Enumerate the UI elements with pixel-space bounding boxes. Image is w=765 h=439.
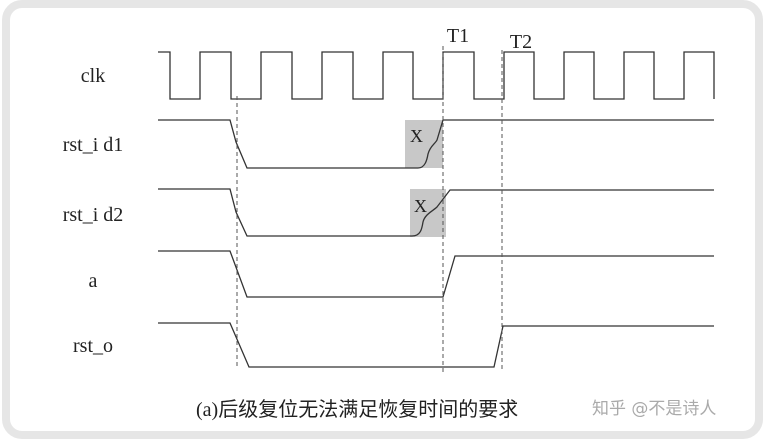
rst-i-d2-waveform bbox=[158, 188, 714, 237]
metastable-label-d1: X bbox=[410, 126, 423, 146]
metastable-region-d2 bbox=[410, 189, 446, 237]
a-waveform bbox=[158, 250, 714, 298]
marker-t1: T1 bbox=[447, 25, 469, 47]
rst-i-d1-waveform bbox=[158, 119, 714, 169]
rst-o-waveform bbox=[158, 322, 714, 368]
signal-label-rst-i-d1: rst_i d1 bbox=[63, 134, 124, 156]
signal-label-rst-i-d2: rst_i d2 bbox=[63, 204, 124, 226]
metastable-label-d2: X bbox=[414, 196, 427, 216]
signal-label-a: a bbox=[89, 270, 98, 292]
signal-label-rst-o: rst_o bbox=[73, 335, 113, 357]
watermark: 知乎 @不是诗人 bbox=[592, 399, 716, 419]
metastable-region-d1 bbox=[405, 120, 443, 168]
figure-caption: (a)后级复位无法满足恢复时间的要求 bbox=[196, 398, 518, 421]
marker-t2: T2 bbox=[510, 31, 532, 53]
signal-label-clk: clk bbox=[81, 65, 105, 87]
